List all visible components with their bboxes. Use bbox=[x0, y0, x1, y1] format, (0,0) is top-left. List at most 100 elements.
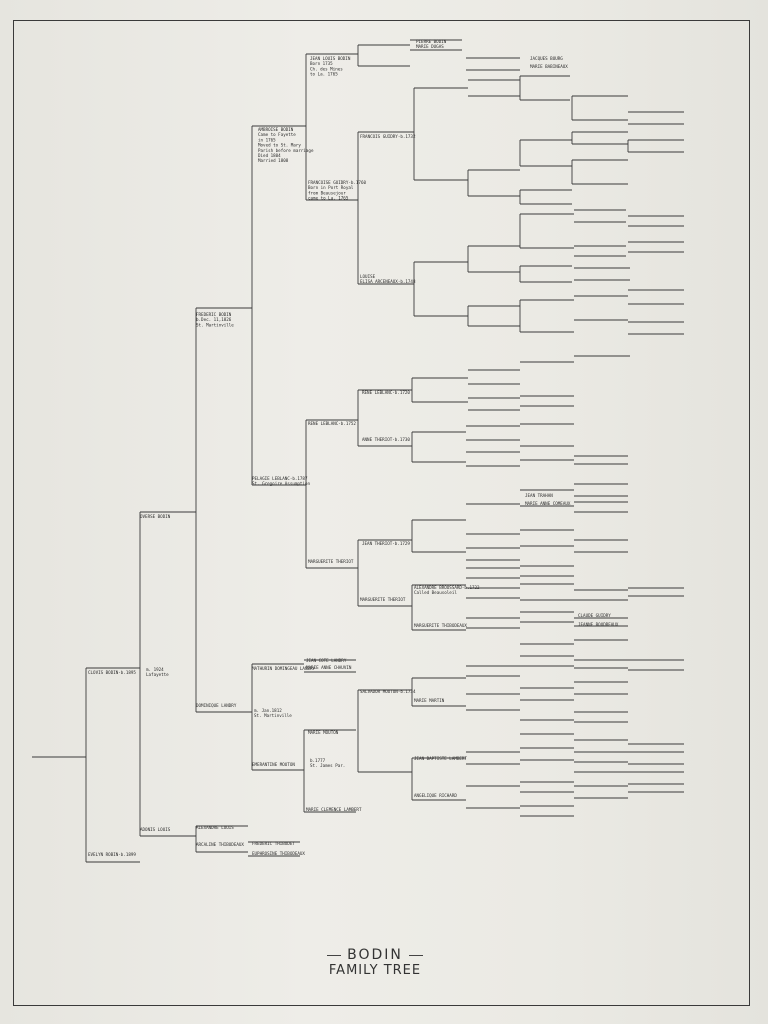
person-anne-theriot: ANNE THERIOT-b.1730 bbox=[362, 437, 410, 442]
person-text-line: ANGELIQUE RICHARD bbox=[414, 793, 457, 798]
person-text-line: CLAUDE GUIDRY bbox=[578, 613, 611, 618]
person-text-line: PELAGIE LEBLANC-b.1787 bbox=[252, 476, 308, 481]
person-marguerite-thibodeaux: MARGUERITE THIBODEAUX bbox=[414, 623, 467, 628]
person-text-line: in 1765 bbox=[258, 137, 276, 142]
person-text-line: from Beausejour bbox=[308, 190, 346, 195]
person-text-line: Born 1735 bbox=[310, 61, 333, 66]
person-salvador-mouton: SALVADOR MOUTON-b.1734 bbox=[360, 689, 416, 694]
person-text-line: FRANCOISE GUIDRY-b.1760 bbox=[308, 180, 366, 185]
chart-subtitle: FAMILY TREE bbox=[328, 963, 422, 978]
person-text-line: to La. 1765 bbox=[310, 72, 338, 77]
person-rene-leblanc-1720: RENE LEBLANC-b.1720 bbox=[362, 390, 410, 395]
person-mathurin-landry: MATHURIN DOMINGEAU LANDRY bbox=[252, 666, 316, 671]
person-text-line: ALEXANDRE BROUSSARD-b.1722 bbox=[414, 585, 480, 590]
person-emerantine-mouton: EMERANTINE MOUTON bbox=[252, 762, 295, 767]
person-text-line: ALEXANDRE LOUIS bbox=[196, 825, 234, 830]
person-text-line: MARGUERITE THERIOT bbox=[360, 597, 406, 602]
person-text-line: Born in Port Royal bbox=[308, 185, 354, 190]
person-text-line: St. Martinville bbox=[254, 713, 292, 718]
person-text-line: MARIE DUGAS bbox=[416, 44, 444, 49]
person-jeanne-boudreaux: JEANNE BOUDREAUX bbox=[578, 622, 619, 627]
person-text-line: ADONIS LOUIS bbox=[140, 827, 171, 832]
person-text-line: MARIE CLEMENCE LAMBERT bbox=[306, 807, 362, 812]
person-text-line: SALVADOR MOUTON-b.1734 bbox=[360, 689, 416, 694]
person-text-line: Came to Fayette bbox=[258, 132, 296, 137]
person-marie-dugas: MARIE DUGAS bbox=[416, 44, 444, 49]
person-text-line: FREDERIC BODIN bbox=[196, 312, 232, 317]
person-text-line: LOUISE bbox=[360, 274, 376, 279]
person-text-line: b.1777 bbox=[310, 758, 326, 763]
person-angelique-richard: ANGELIQUE RICHARD bbox=[414, 793, 457, 798]
person-text-line: MARIE ANNE COMEAUX bbox=[525, 501, 571, 506]
person-text-line: came to La. 1765 bbox=[308, 196, 349, 201]
person-euphrosine-thibodeaux: EUPHROSINE THIBODEAUX bbox=[252, 851, 305, 856]
person-text-line: RENE LEBLANC-b.1752 bbox=[308, 421, 356, 426]
person-text-line: Parish before marriage bbox=[258, 148, 314, 153]
person-text-line: MARIE BABINEAUX bbox=[530, 64, 568, 69]
person-marguerite-theriot-b: MARGUERITE THERIOT bbox=[360, 597, 406, 602]
person-text-line: AMBROISE BODIN bbox=[258, 127, 294, 132]
person-text-line: EMERANTINE MOUTON bbox=[252, 762, 295, 767]
person-text-line: b.Dec. 11,1826 bbox=[196, 317, 232, 322]
person-pierre-bodin: PIERRE BODIN bbox=[416, 39, 447, 44]
person-adonis-louis: ADONIS LOUIS bbox=[140, 827, 171, 832]
person-text-line: MARIE MOUTON bbox=[308, 730, 339, 735]
person-marie-martin: MARIE MARTIN bbox=[414, 698, 445, 703]
person-rene-leblanc: RENE LEBLANC-b.1752 bbox=[308, 421, 356, 426]
person-evelyn-robin: EVELYN ROBIN-b.1899 bbox=[88, 852, 136, 857]
person-text-line: MARGUERITE THIBODEAUX bbox=[414, 623, 467, 628]
person-text-line: FREDERIC THIBODET bbox=[252, 841, 295, 846]
person-text-line: Called Beausoleil bbox=[414, 590, 457, 595]
person-text-line: MATHURIN DOMINGEAU LANDRY bbox=[252, 666, 316, 671]
person-text-line: CLOVIS BODIN-b.1895 bbox=[88, 670, 136, 675]
person-francois-guidry: FRANCOIS GUIDRY-b.1732 bbox=[360, 134, 416, 139]
person-text-line: DOMINIQUE LANDRY bbox=[196, 703, 237, 708]
person-text-line: JEAN LOUIS BODIN bbox=[310, 56, 351, 61]
title-text: BODIN bbox=[347, 947, 403, 963]
person-text-line: JEAN BAPTISTE LAMBERT bbox=[414, 756, 467, 761]
person-text-line: St. Martinville bbox=[196, 322, 234, 327]
person-overse-bodin: OVERSE BODIN bbox=[140, 514, 171, 519]
person-text-line: PIERRE BODIN bbox=[416, 39, 447, 44]
person-frederic-thibodet: FREDERIC THIBODET bbox=[252, 841, 295, 846]
border-frame bbox=[13, 20, 750, 1006]
person-text-line: Moved to St. Mary bbox=[258, 143, 301, 148]
person-text-line: MARIE MARTIN bbox=[414, 698, 445, 703]
person-jean-baptiste-lambert: JEAN BAPTISTE LAMBERT bbox=[414, 756, 467, 761]
tree-connector-lines bbox=[32, 39, 684, 863]
person-marguerite-theriot-a: MARGUERITE THERIOT bbox=[308, 559, 354, 564]
person-dominique-landry: DOMINIQUE LANDRY bbox=[196, 703, 237, 708]
title-block: BODIN FAMILY TREE bbox=[300, 947, 450, 979]
chart-title: BODIN bbox=[300, 947, 450, 963]
person-text-line: ARCALINE THIBODEAUX bbox=[196, 842, 244, 847]
person-text-line: m. Jan.1812 bbox=[254, 708, 282, 713]
person-text-line: Ch. des Mines bbox=[310, 66, 343, 71]
person-clovis-bodin: CLOVIS BODIN-b.1895 bbox=[88, 670, 136, 675]
title-dash-left bbox=[327, 954, 342, 956]
person-text-line: MARIE ANNE CHAUVIN bbox=[306, 665, 352, 670]
person-jean-cote-landry: JEAN COTE LANDRY bbox=[306, 658, 347, 663]
person-text-line: JEAN THERIOT-b.1729 bbox=[362, 541, 410, 546]
person-text-line: JEAN TRAHAN bbox=[525, 493, 553, 498]
person-text-line: ANNE THERIOT-b.1730 bbox=[362, 437, 410, 442]
title-dash-right bbox=[408, 954, 423, 956]
person-text-line: St. James Par. bbox=[310, 763, 345, 768]
person-text-line: Married 1808 bbox=[258, 158, 289, 163]
person-marie-anne-comeaux: MARIE ANNE COMEAUX bbox=[525, 501, 571, 506]
person-marie-babineaux: MARIE BABINEAUX bbox=[530, 64, 568, 69]
person-text-line: JACQUES BOURG bbox=[530, 56, 563, 61]
person-text-line: OVERSE BODIN bbox=[140, 514, 171, 519]
person-jean-theriot: JEAN THERIOT-b.1729 bbox=[362, 541, 410, 546]
person-alexandre-louis: ALEXANDRE LOUIS bbox=[196, 825, 234, 830]
person-text-line: RENE LEBLANC-b.1720 bbox=[362, 390, 410, 395]
person-text-line: Lafayette bbox=[146, 672, 169, 677]
